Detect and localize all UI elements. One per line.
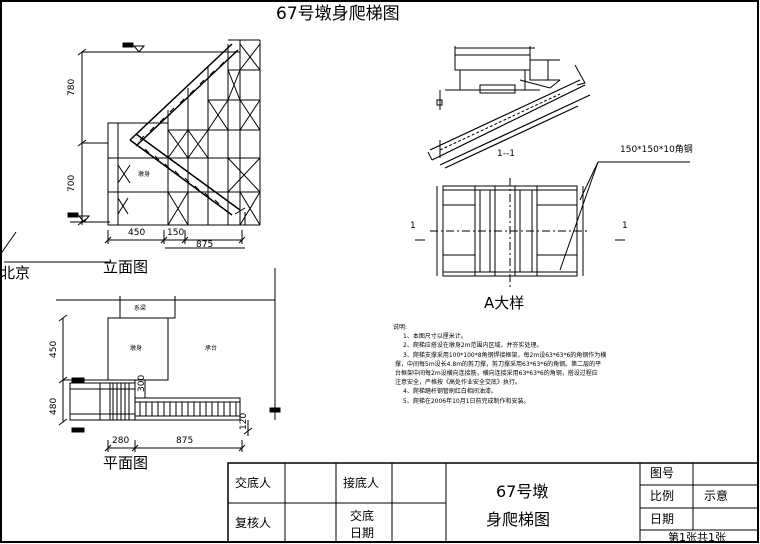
plan-dim-450: 450 (49, 340, 59, 358)
detail-label: A大样 (484, 294, 525, 312)
angle-steel-label: 150*150*10角钢 (620, 145, 693, 155)
plan-dim-300: 300 (137, 374, 147, 392)
plan-label: 平面图 (103, 454, 149, 472)
level-triangle-top (132, 45, 146, 53)
plan-dim-875: 875 (176, 436, 194, 446)
section-label: 1--1 (497, 149, 515, 159)
level-marker-bottom (67, 212, 79, 218)
note-line: 2、爬梯应搭设在墩身2m范围内区域，并夯实处理。 (403, 342, 543, 350)
note-line: 撑，中间每5m设长4.8m的剪刀撑，剪刀撑采用63*63*6的角钢。第二层的平 (395, 360, 602, 368)
scaffold-tower (167, 39, 261, 226)
plan-pier-label: 墩身 (130, 345, 143, 352)
plan-cap-label: 承台 (205, 345, 218, 352)
elevation-label: 立面图 (103, 258, 149, 276)
tb-drawing-no: 图号 (650, 466, 675, 480)
elev-pier-label: 墩身 (138, 171, 151, 178)
plan-stair-grid (69, 382, 241, 421)
cut-mark-left: 1 (410, 221, 416, 231)
detail-view (415, 46, 690, 290)
tb-reviewer: 复核人 (235, 516, 272, 530)
tb-sheet: 第1张共1张 (668, 531, 726, 544)
tb-date-label-1: 交底 (350, 509, 375, 523)
elev-dim-780: 780 (67, 78, 77, 96)
plan-beam-box (119, 299, 176, 319)
tb-title-line-1: 67号墩 (496, 482, 549, 501)
elev-dim-875: 875 (196, 240, 214, 250)
elev-dim-150: 150 (167, 228, 185, 238)
stair-flights (129, 43, 241, 216)
notes-heading: 说明: (393, 324, 408, 331)
plan-dim-480: 480 (49, 397, 59, 415)
plan-beam-label: 系梁 (134, 305, 147, 312)
tb-scale-value: 示意 (704, 489, 729, 503)
note-line: 注意安全，严格按《高处作业安全交底》执行。 (395, 379, 522, 387)
elev-dim-450: 450 (128, 228, 146, 238)
notes-block: 说明: 1、本图尺寸以厘米计。 2、爬梯应搭设在墩身2m范围内区域，并夯实处理。… (393, 323, 643, 406)
note-line: 1、本图尺寸以厘米计。 (403, 333, 467, 341)
plan-view (56, 268, 281, 452)
note-line: 3、爬梯支撑采用100*100*8角钢焊接框架，每2m设63*63*6的角钢作为… (403, 351, 607, 359)
level-marker-top (122, 42, 134, 48)
note-line: 台框架中间每2m设横向连接筋，横向连接采用63*63*6的角钢，搭设过程应 (395, 370, 598, 378)
left-fragment-text: 北京 (0, 264, 31, 282)
tb-title-line-2: 身爬梯图 (486, 510, 551, 529)
tb-date: 日期 (650, 512, 675, 526)
tb-date-label-2: 日期 (350, 526, 375, 540)
drawing-title: 67号墩身爬梯图 (276, 4, 400, 24)
elev-dim-700: 700 (67, 174, 77, 192)
elevation-view (0, 39, 261, 263)
cut-mark-right: 1 (622, 221, 628, 231)
tb-receiver: 接底人 (343, 476, 380, 490)
plan-dim-280: 280 (112, 436, 130, 446)
plan-dim-120: 120 (239, 412, 249, 430)
note-line: 5、爬梯在2006年10月1日前完成制作和安装。 (403, 397, 530, 405)
tb-scale: 比例 (650, 489, 675, 503)
tb-handover: 交底人 (235, 476, 272, 490)
plan-pier-box (107, 317, 169, 381)
title-block (227, 462, 759, 543)
note-line: 4、爬梯踏杆钢管刷红白相间油漆。 (403, 388, 497, 396)
